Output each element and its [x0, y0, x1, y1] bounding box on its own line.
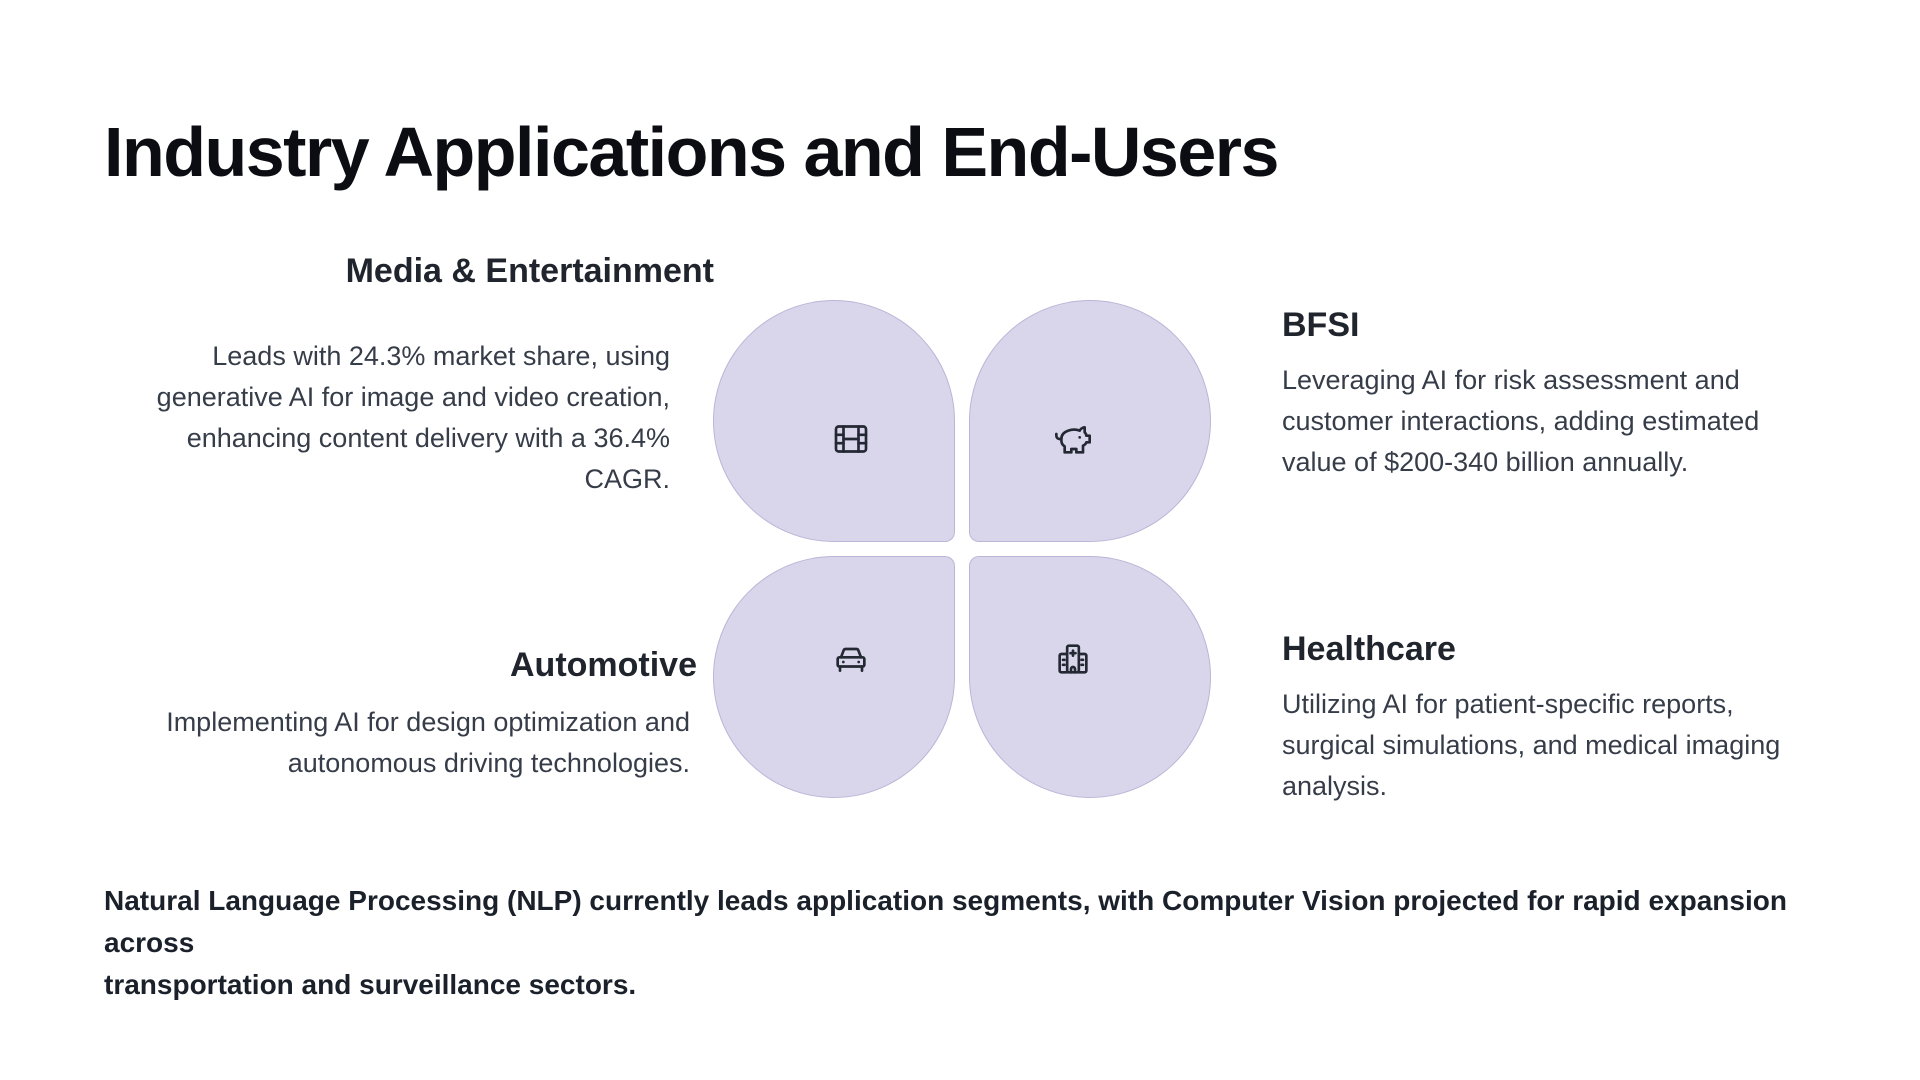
healthcare-title: Healthcare	[1282, 630, 1456, 668]
media-entertainment-title: Media & Entertainment	[345, 252, 714, 290]
automotive-title: Automotive	[510, 646, 697, 684]
footnote-line-1: Natural Language Processing (NLP) curren…	[104, 885, 1787, 958]
petal-bfsi	[969, 300, 1211, 542]
healthcare-description: Utilizing AI for patient-specific report…	[1282, 689, 1781, 801]
footnote: Natural Language Processing (NLP) curren…	[104, 880, 1884, 1006]
car-icon	[831, 639, 871, 679]
bfsi-description: Leveraging AI for risk assessment and cu…	[1282, 365, 1760, 477]
bfsi-title: BFSI	[1282, 306, 1360, 344]
page-title: Industry Applications and End-Users	[104, 113, 1279, 191]
automotive-description: Implementing AI for design optimization …	[166, 707, 690, 778]
clover-diagram	[713, 300, 1211, 798]
media-entertainment-description: Leads with 24.3% market share, using gen…	[156, 341, 670, 494]
piggy-bank-icon	[1053, 419, 1093, 459]
footnote-line-2: transportation and surveillance sectors.	[104, 969, 637, 1000]
petal-healthcare	[969, 556, 1211, 798]
hospital-icon	[1053, 639, 1093, 679]
film-icon	[831, 419, 871, 459]
petal-automotive	[713, 556, 955, 798]
petal-media-entertainment	[713, 300, 955, 542]
